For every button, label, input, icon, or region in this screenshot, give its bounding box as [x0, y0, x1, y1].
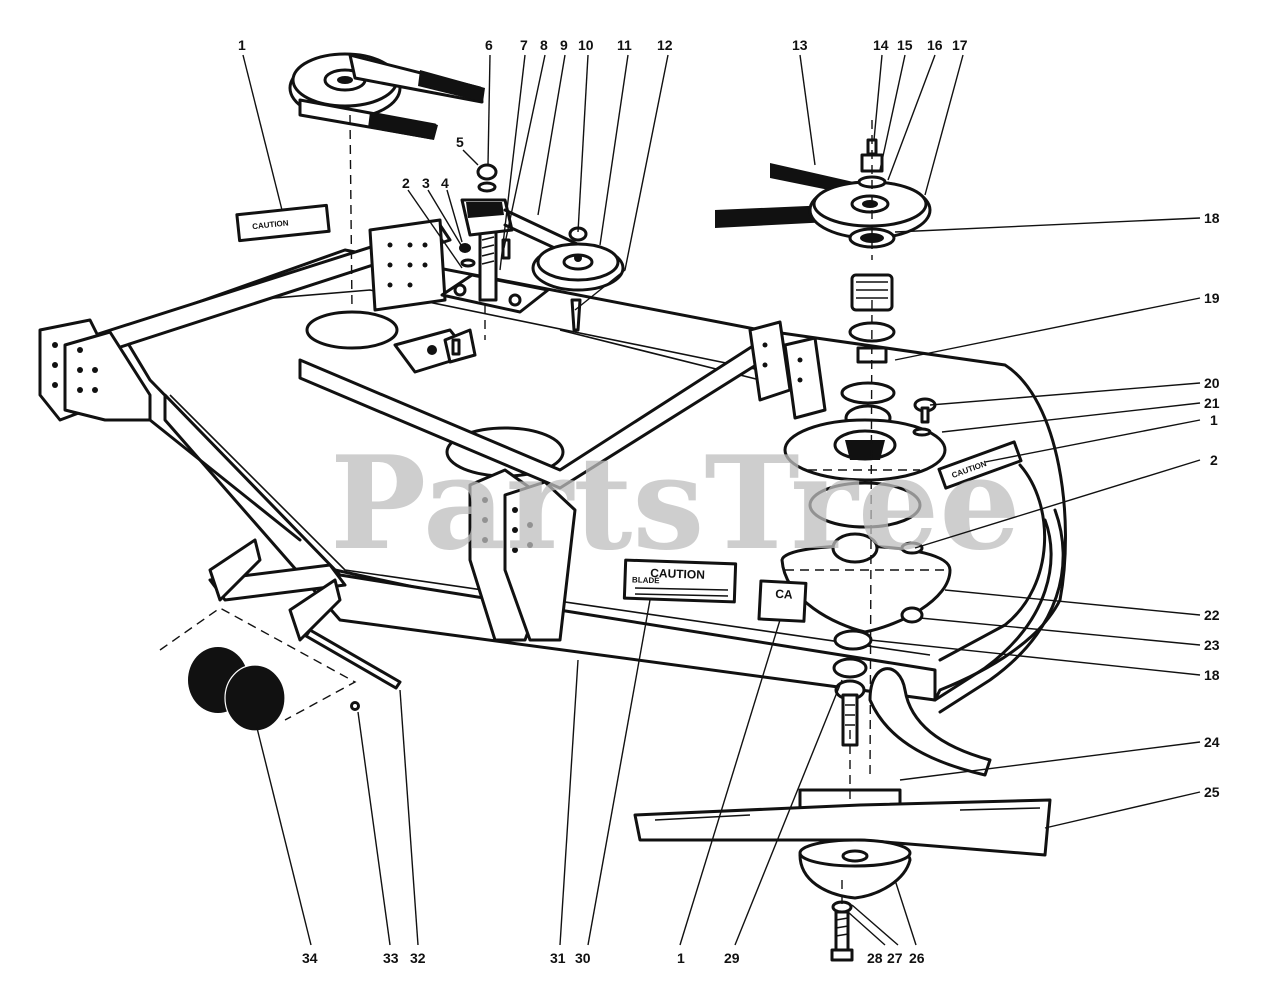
hanger-bar-right — [298, 320, 827, 642]
callout-21: 21 — [1204, 395, 1220, 411]
leader-lines — [242, 54, 1201, 946]
callout-numbers: 1 2 3 4 5 6 7 8 9 10 11 12 13 14 15 16 1… — [238, 37, 1220, 966]
watermark: PartsTree — [330, 429, 1021, 579]
callout-16: 16 — [927, 37, 943, 53]
deck-caution-2-text: CA — [775, 587, 793, 602]
deck-caution-sub: BLADE — [632, 575, 661, 585]
gauge-wheels — [159, 607, 360, 732]
callout-30: 30 — [575, 950, 591, 966]
callout-9: 9 — [560, 37, 568, 53]
callout-19: 19 — [1204, 290, 1220, 306]
callout-5: 5 — [456, 134, 464, 150]
callout-13: 13 — [792, 37, 808, 53]
callout-28: 28 — [867, 950, 883, 966]
spindle-assembly — [349, 114, 1052, 962]
callout-29: 29 — [724, 950, 740, 966]
callout-7: 7 — [520, 37, 528, 53]
callout-1-a: 1 — [238, 37, 246, 53]
hanger-bar-left — [38, 223, 452, 422]
callout-23: 23 — [1204, 637, 1220, 653]
idler-assembly — [440, 163, 625, 364]
callout-18-b: 18 — [1204, 667, 1220, 683]
left-decal-text: CAUTION — [252, 218, 289, 231]
deck-caution-text: CAUTION — [650, 566, 705, 582]
callout-2-a: 2 — [402, 175, 410, 191]
callout-12: 12 — [657, 37, 673, 53]
front-axle — [148, 418, 402, 690]
callout-27: 27 — [887, 950, 903, 966]
callout-18-a: 18 — [1204, 210, 1220, 226]
callout-15: 15 — [897, 37, 913, 53]
rear-mount-plate — [368, 218, 447, 312]
callout-8: 8 — [540, 37, 548, 53]
decals: CAUTION CAUTION CAUTION BLADE CA — [235, 203, 1023, 623]
callout-11: 11 — [617, 37, 632, 53]
callout-34: 34 — [302, 950, 318, 966]
callout-26: 26 — [909, 950, 925, 966]
callout-3: 3 — [422, 175, 430, 191]
callout-4: 4 — [441, 175, 449, 191]
callout-6: 6 — [485, 37, 493, 53]
callout-20: 20 — [1204, 375, 1220, 391]
engine-pulley — [288, 52, 485, 140]
callout-33: 33 — [383, 950, 399, 966]
callout-1-b: 1 — [1210, 412, 1218, 428]
callout-14: 14 — [873, 37, 889, 53]
callout-25: 25 — [1204, 784, 1220, 800]
callout-31: 31 — [550, 950, 566, 966]
callout-2-b: 2 — [1210, 452, 1218, 468]
callout-17: 17 — [952, 37, 968, 53]
callout-24: 24 — [1204, 734, 1220, 750]
callout-10: 10 — [578, 37, 594, 53]
callout-22: 22 — [1204, 607, 1220, 623]
callout-32: 32 — [410, 950, 426, 966]
callout-1-c: 1 — [677, 950, 685, 966]
